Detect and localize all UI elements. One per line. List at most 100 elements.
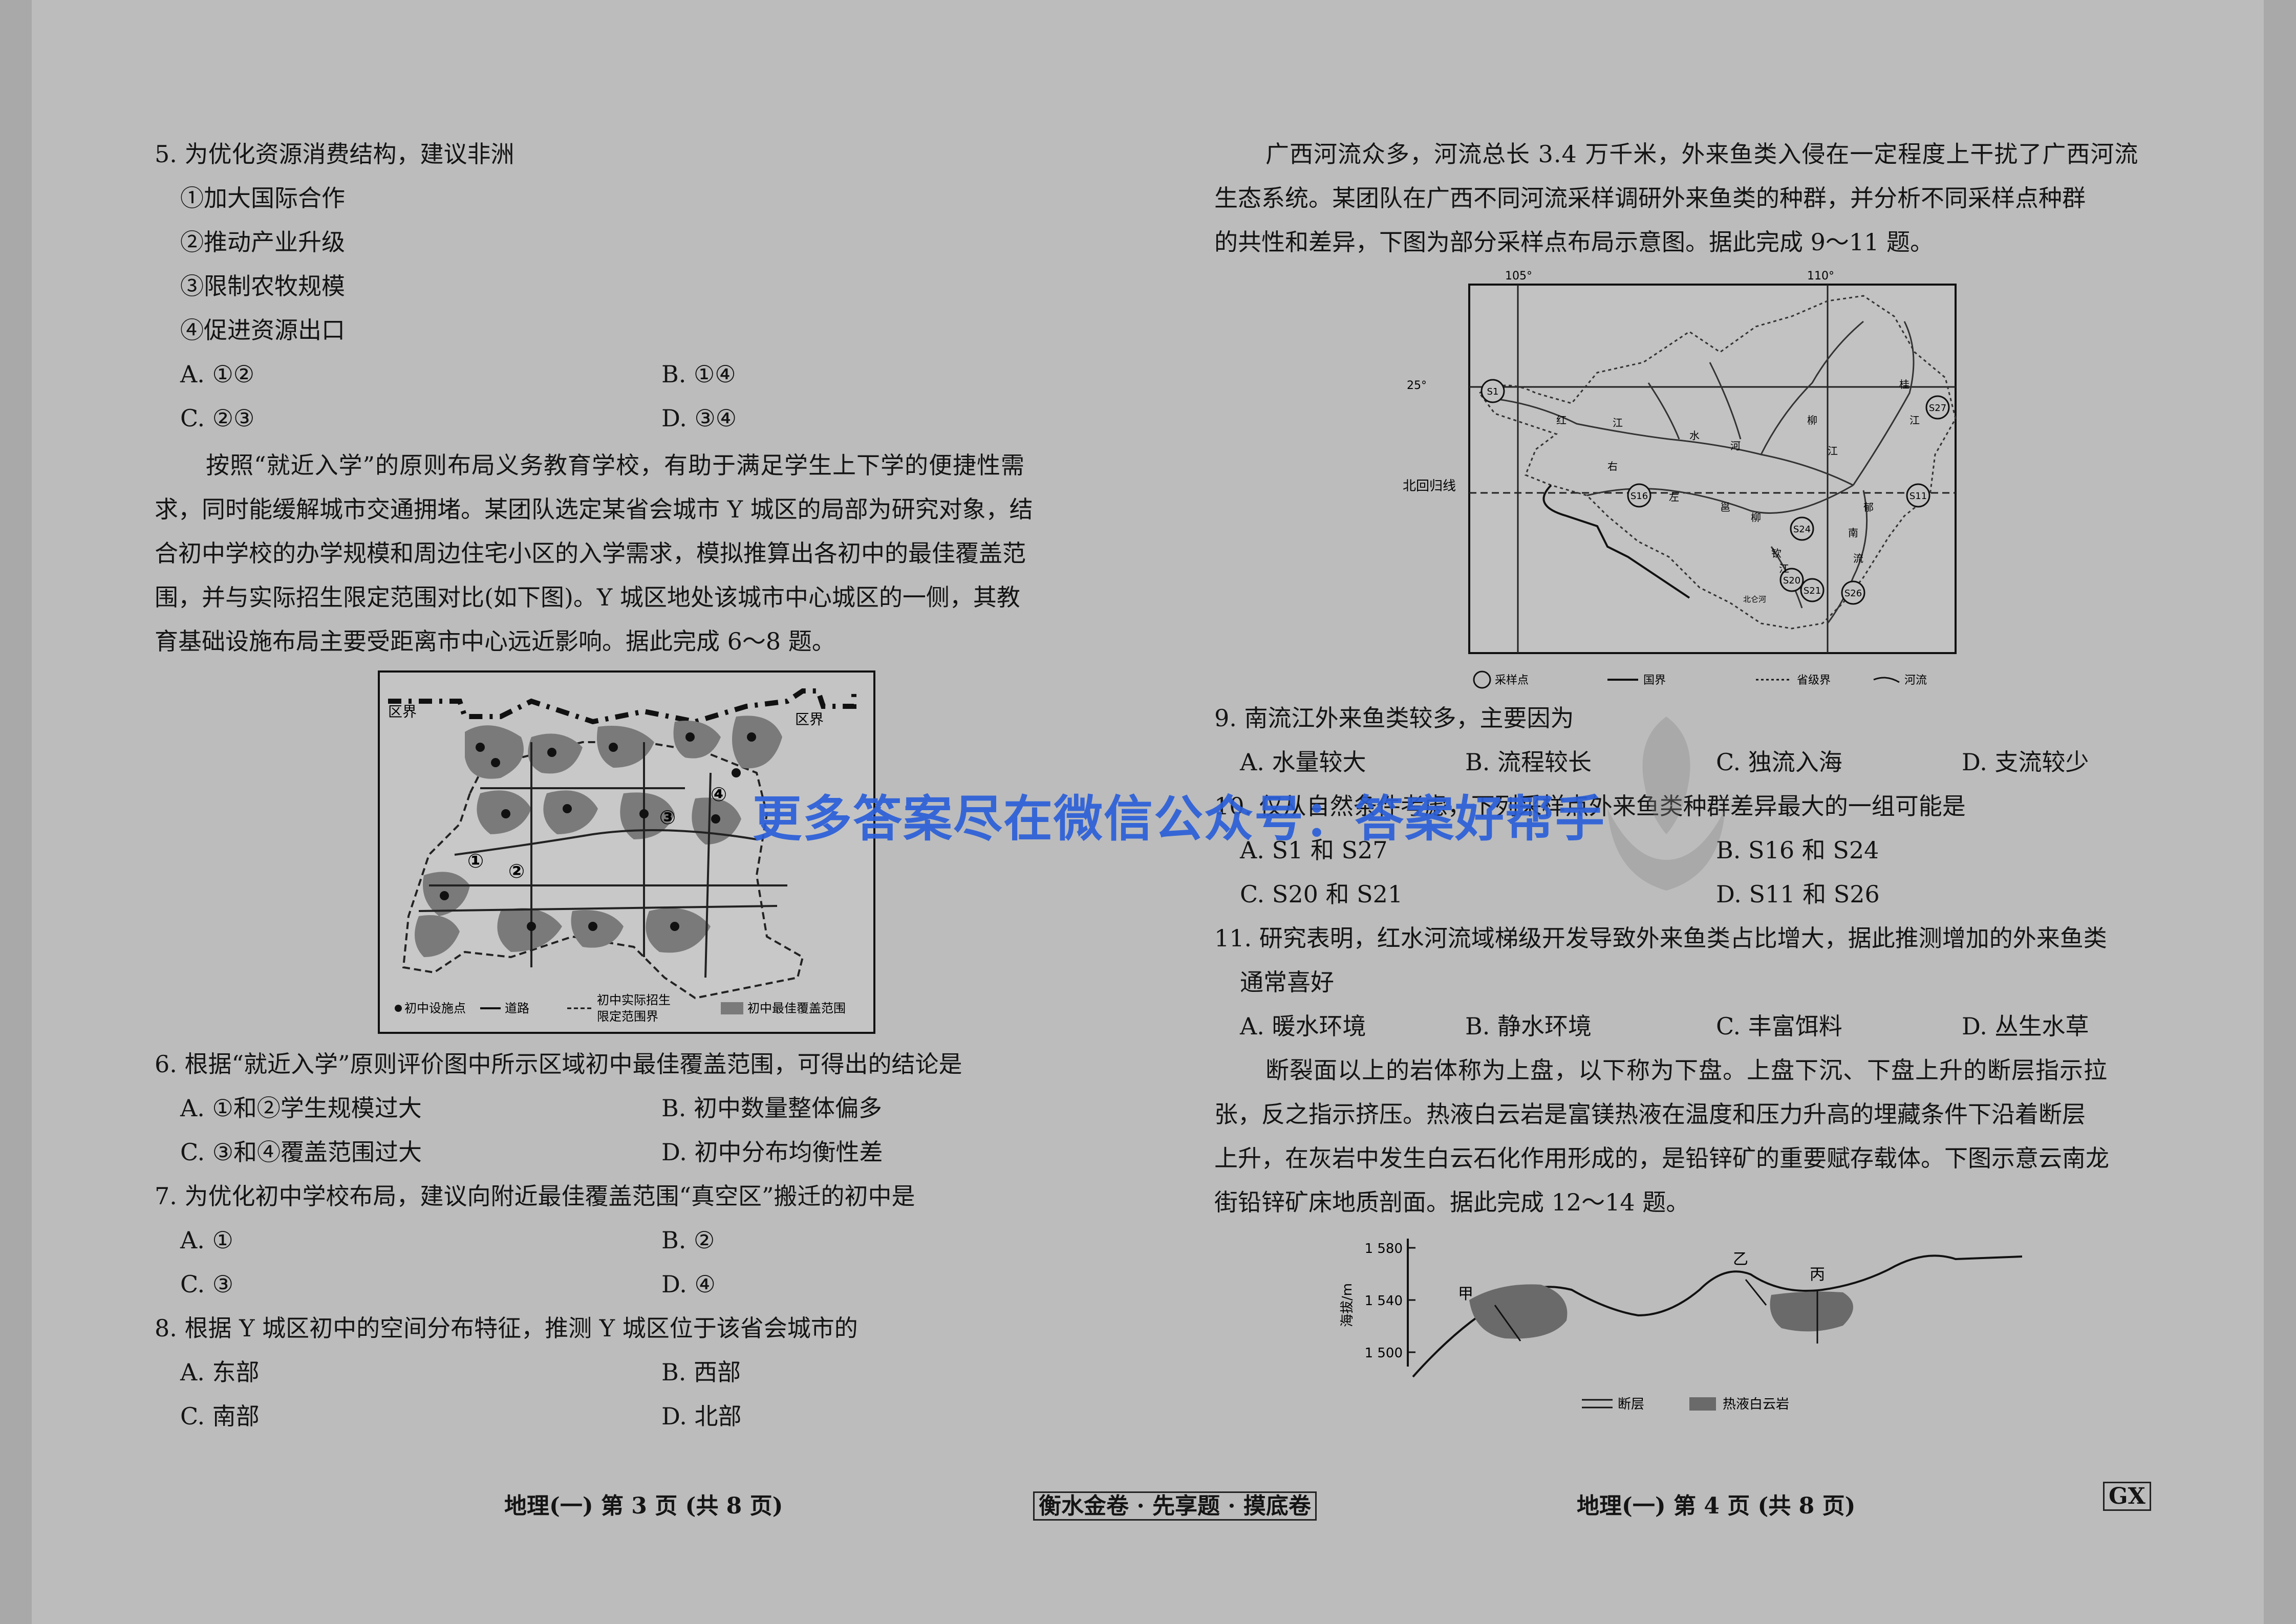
q10-stem: 10. 仅从自然条件考虑，下列采样点外来鱼类种群差异最大的一组可能是 [1214, 792, 1966, 820]
q11-option-b[interactable]: B. 静水环境 [1465, 1012, 1592, 1040]
seal-emblem [1607, 717, 1725, 891]
river-char: 水 [1689, 429, 1700, 442]
center-footer: 衡水金卷 · 先享题 · 摸底卷 [1033, 1487, 1317, 1521]
school-coverage-map: 区界 区界 ① ② ③ ④ 初中设施点 道路 初中实际招生 限定范围界 初中最佳… [378, 670, 875, 1034]
q11-option-a[interactable]: A. 暖水环境 [1240, 1012, 1366, 1040]
river-char: 江 [1909, 414, 1920, 426]
station-s26: S26 [1844, 588, 1862, 599]
paper-code: GX [2103, 1482, 2151, 1511]
intro-line: 育基础设施布局主要受距离市中心远近影响。据此完成 6～8 题。 [155, 627, 835, 655]
district-border-label-left: 区界 [388, 703, 417, 720]
q8-option-b[interactable]: B. 西部 [661, 1358, 741, 1386]
point-yi: 乙 [1733, 1250, 1748, 1268]
river-char: 红 [1556, 414, 1567, 426]
legend-station: 采样点 [1495, 674, 1529, 687]
legend-road: 道路 [505, 1001, 529, 1015]
river-char: 流 [1853, 552, 1863, 565]
q9-options-row: A. 水量较大 B. 流程较长 C. 独流入海 D. 支流较少 [1214, 740, 2146, 784]
station-s1: S1 [1487, 386, 1499, 397]
q9-option-d[interactable]: D. 支流较少 [1962, 748, 2089, 776]
intro-line: 生态系统。某团队在广西不同河流采样调研外来鱼类的种群，并分析不同采样点种群 [1214, 184, 2086, 212]
q11-stem-cont: 通常喜好 [1240, 968, 1334, 996]
legend-school: 初中设施点 [404, 1001, 466, 1015]
q8-option-a[interactable]: A. 东部 [180, 1358, 260, 1386]
q9-option-c[interactable]: C. 独流入海 [1716, 748, 1842, 776]
station-s27: S27 [1929, 403, 1946, 414]
river-labels: 红 江 水 河 右 左 邕 柳 桂 江 柳 江 南 流 钦 江 郁 [1556, 378, 1920, 575]
tick-1500: 1 500 [1365, 1346, 1403, 1361]
q10-options-row2: C. S20 和 S21 D. S11 和 S26 [1214, 872, 2146, 916]
intro-line: 街铅锌矿床地质剖面。据此完成 12～14 题。 [1214, 1188, 1690, 1216]
q5-option-c[interactable]: C. ②③ [180, 404, 255, 432]
q7-option-c[interactable]: C. ③ [180, 1270, 234, 1298]
q10-option-d[interactable]: D. S11 和 S26 [1716, 880, 1880, 908]
q5-item: ③限制农牧规模 [180, 272, 345, 300]
q7-options-row1: A. ① B. ② [155, 1218, 1102, 1262]
intro-line: 围，并与实际招生限定范围对比(如下图)。Y 城区地处该城市中心城区的一侧，其教 [155, 583, 1020, 611]
district-border-label-right: 区界 [795, 711, 824, 728]
q6-option-a[interactable]: A. ①和②学生规模过大 [180, 1094, 422, 1122]
paper-code-label: GX [2103, 1482, 2151, 1511]
station-s16: S16 [1630, 491, 1648, 502]
q7-option-b[interactable]: B. ② [661, 1226, 715, 1254]
q10-options-row1: A. S1 和 S27 B. S16 和 S24 [1214, 828, 2146, 872]
station-s11: S11 [1909, 491, 1927, 502]
q7-option-a[interactable]: A. ① [180, 1226, 233, 1254]
q10-option-b[interactable]: B. S16 和 S24 [1716, 836, 1879, 864]
center-footer-label: 衡水金卷 · 先享题 · 摸底卷 [1033, 1491, 1317, 1521]
intro-line: 的共性和差异，下图为部分采样点布局示意图。据此完成 9～11 题。 [1214, 228, 1934, 256]
river-char: 邕 [1720, 501, 1730, 513]
school-marker-1: ① [467, 850, 484, 872]
q5-option-b[interactable]: B. ①④ [661, 360, 736, 388]
q9-option-a[interactable]: A. 水量较大 [1240, 748, 1366, 776]
q6-option-d[interactable]: D. 初中分布均衡性差 [661, 1138, 883, 1166]
school-marker-3: ③ [659, 806, 676, 829]
intro-line: 上升，在灰岩中发生白云石化作用形成的，是铅锌矿的重要赋存载体。下图示意云南龙 [1214, 1144, 2109, 1172]
river-char: 江 [1779, 562, 1789, 575]
river-char: 郁 [1863, 501, 1874, 513]
q6-stem: 6. 根据“就近入学”原则评价图中所示区域初中最佳覆盖范围，可得出的结论是 [155, 1050, 962, 1078]
q6-option-b[interactable]: B. 初中数量整体偏多 [661, 1094, 883, 1122]
school-marker-4: ④ [711, 783, 727, 806]
intro-line: 张，反之指示挤压。热液白云岩是富镁热液在温度和压力升高的埋藏条件下沿着断层 [1214, 1100, 2086, 1128]
legend-river: 河流 [1904, 674, 1927, 687]
q7-option-d[interactable]: D. ④ [661, 1270, 716, 1298]
river-char: 左 [1669, 491, 1679, 503]
lat-label-25: 25° [1407, 379, 1427, 392]
tick-1580: 1 580 [1365, 1241, 1403, 1257]
q9-option-b[interactable]: B. 流程较长 [1465, 748, 1592, 776]
station-s21: S21 [1804, 586, 1821, 596]
q5-option-d[interactable]: D. ③④ [661, 404, 737, 432]
q8-options-row2: C. 南部 D. 北部 [155, 1394, 1102, 1438]
sampling-stations: S1 S27 S16 S11 S24 S20 S26 S21 [1480, 379, 1950, 605]
q5-option-a[interactable]: A. ①② [180, 360, 254, 388]
q11-option-c[interactable]: C. 丰富饵料 [1716, 1012, 1842, 1040]
q6-options-row1: A. ①和②学生规模过大 B. 初中数量整体偏多 [155, 1086, 1102, 1130]
point-bing: 丙 [1810, 1266, 1825, 1284]
legend-boundary-2: 限定范围界 [597, 1009, 658, 1024]
tick-1540: 1 540 [1365, 1293, 1403, 1309]
river-char: 柳 [1751, 511, 1761, 524]
river-char: 柳 [1807, 414, 1817, 426]
river-char: 南 [1848, 527, 1858, 539]
q11-stem: 11. 研究表明，红水河流域梯级开发导致外来鱼类占比增大，据此推测增加的外来鱼类 [1214, 924, 2107, 952]
q6-option-c[interactable]: C. ③和④覆盖范围过大 [180, 1138, 422, 1166]
q5-options-row1: A. ①② B. ①④ [155, 352, 1102, 396]
q7-stem: 7. 为优化初中学校布局，建议向附近最佳覆盖范围“真空区”搬迁的初中是 [155, 1182, 915, 1210]
q5-stem: 5. 为优化资源消费结构，建议非洲 [155, 140, 514, 168]
river-char: 江 [1613, 417, 1623, 429]
q10-option-a[interactable]: A. S1 和 S27 [1240, 836, 1388, 864]
best-coverage-areas [415, 716, 782, 957]
q8-option-c[interactable]: C. 南部 [180, 1402, 260, 1430]
intro-line: 断裂面以上的岩体称为上盘，以下称为下盘。上盘下沉、下盘上升的断层指示拉 [1265, 1056, 2108, 1084]
q11-options-row: A. 暖水环境 B. 静水环境 C. 丰富饵料 D. 丛生水草 [1214, 1004, 2146, 1048]
legend-boundary-1: 初中实际招生 [597, 993, 671, 1007]
q8-option-d[interactable]: D. 北部 [661, 1402, 742, 1430]
q11-option-d[interactable]: D. 丛生水草 [1962, 1012, 2089, 1040]
q10-option-c[interactable]: C. S20 和 S21 [1240, 880, 1403, 908]
left-page-footer: 地理(一) 第 3 页 (共 8 页) [504, 1493, 783, 1519]
river-char: 右 [1607, 460, 1618, 472]
intro-line: 广西河流众多，河流总长 3.4 万千米，外来鱼类入侵在一定程度上干扰了广西河流 [1265, 140, 2139, 168]
point-jia: 甲 [1458, 1285, 1473, 1303]
profile-ylabel: 海拔/m [1340, 1283, 1355, 1327]
